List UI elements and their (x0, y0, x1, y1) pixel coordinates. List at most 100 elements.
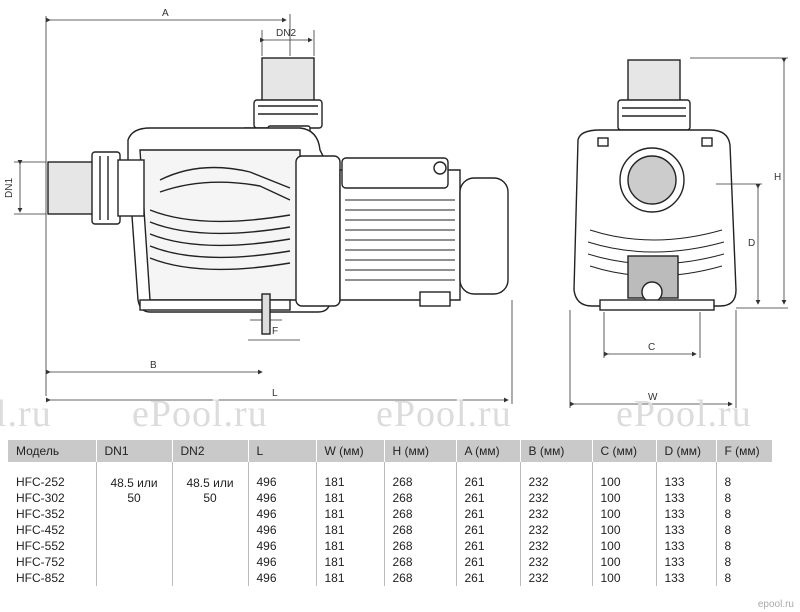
watermark-text: ePool.ru (616, 393, 752, 435)
dim-label-f: F (272, 326, 278, 337)
cell-a: 261 (456, 490, 521, 506)
cell-h: 268 (384, 490, 457, 506)
cell-l: 496 (248, 506, 317, 522)
cell-l: 496 (248, 474, 317, 490)
cell-a: 261 (456, 570, 521, 586)
cell-l: 496 (248, 570, 317, 586)
cell-c: 100 (592, 538, 657, 554)
header-f: F (мм) (716, 440, 772, 462)
dim-label-l: L (272, 388, 278, 399)
cell-d: 133 (656, 554, 717, 570)
brand-mark: epool.ru (757, 599, 794, 610)
cell-a: 261 (456, 506, 521, 522)
header-dn1: DN1 (96, 440, 173, 462)
table-spacer-row (8, 462, 772, 474)
cell-b: 232 (520, 570, 593, 586)
front-view (573, 59, 737, 311)
dim-label-dn1: DN1 (4, 178, 15, 198)
cell-dn2: 48.5 или 50 (172, 474, 249, 586)
cell-h: 268 (384, 474, 457, 490)
cell-c: 100 (592, 570, 657, 586)
cell-w: 181 (316, 538, 385, 554)
dim-label-a: A (162, 8, 169, 19)
cell-l: 496 (248, 554, 317, 570)
cell-l: 496 (248, 490, 317, 506)
header-d: D (мм) (656, 440, 717, 462)
cell-h: 268 (384, 554, 457, 570)
spec-table: Модель DN1 DN2 L W (мм) H (мм) A (мм) B … (8, 440, 772, 586)
header-dn2: DN2 (172, 440, 249, 462)
front-dimension-labels: H D C W (648, 172, 781, 403)
cell-w: 181 (316, 522, 385, 538)
cell-c: 100 (592, 474, 657, 490)
watermark-text: ePool.ru (132, 393, 268, 435)
cell-model: HFC-252 (8, 474, 97, 490)
cell-model: HFC-352 (8, 506, 97, 522)
cell-a: 261 (456, 522, 521, 538)
cell-w: 181 (316, 490, 385, 506)
side-dimension-labels: A DN2 DN1 F B L (4, 8, 296, 399)
cell-w: 181 (316, 570, 385, 586)
cell-f: 8 (724, 539, 732, 553)
table-header-row: Модель DN1 DN2 L W (мм) H (мм) A (мм) B … (8, 440, 772, 462)
cell-l: 496 (248, 522, 317, 538)
header-model: Модель (8, 440, 97, 462)
cell-f: 8 (724, 571, 732, 585)
header-b: B (мм) (520, 440, 593, 462)
header-w: W (мм) (316, 440, 385, 462)
front-dimensions (569, 57, 788, 408)
dim-label-dn2: DN2 (276, 28, 296, 39)
cell-a: 261 (456, 554, 521, 570)
cell-model: HFC-752 (8, 554, 97, 570)
cell-model: HFC-852 (8, 570, 97, 586)
cell-c: 100 (592, 506, 657, 522)
dim-label-h: H (774, 172, 781, 183)
cell-c: 100 (592, 522, 657, 538)
pump-technical-drawing: A DN2 DN1 F B L (4, 8, 788, 408)
dim-label-c: C (648, 342, 655, 353)
watermark-text: ePool.ru (376, 393, 512, 435)
cell-h: 268 (384, 570, 457, 586)
cell-c: 100 (592, 490, 657, 506)
cell-w: 181 (316, 506, 385, 522)
cell-b: 232 (520, 490, 593, 506)
cell-b: 232 (520, 474, 593, 490)
side-view (47, 57, 509, 335)
dim-label-b: B (150, 360, 157, 371)
cell-h: 268 (384, 522, 457, 538)
cell-a: 261 (456, 474, 521, 490)
header-c: C (мм) (592, 440, 657, 462)
cell-dn1: 48.5 или 50 (96, 474, 173, 586)
cell-h: 268 (384, 538, 457, 554)
dim-label-d: D (748, 238, 755, 249)
cell-b: 232 (520, 554, 593, 570)
dim-label-w: W (648, 392, 658, 403)
cell-model: HFC-452 (8, 522, 97, 538)
cell-d: 133 (656, 506, 717, 522)
cell-f: 8 (724, 491, 732, 505)
cell-f: 8 (724, 507, 732, 521)
cell-c: 100 (592, 554, 657, 570)
cell-w: 181 (316, 554, 385, 570)
header-h: H (мм) (384, 440, 457, 462)
cell-a: 261 (456, 538, 521, 554)
cell-w: 181 (316, 474, 385, 490)
cell-f: 8 (724, 523, 732, 537)
cell-model: HFC-302 (8, 490, 97, 506)
cell-b: 232 (520, 538, 593, 554)
cell-model: HFC-552 (8, 538, 97, 554)
side-dimensions (14, 14, 513, 404)
cell-d: 133 (656, 474, 717, 490)
header-a: A (мм) (456, 440, 521, 462)
cell-f: 8 (724, 555, 732, 569)
cell-d: 133 (656, 490, 717, 506)
header-l: L (248, 440, 317, 462)
cell-d: 133 (656, 538, 717, 554)
cell-b: 232 (520, 506, 593, 522)
